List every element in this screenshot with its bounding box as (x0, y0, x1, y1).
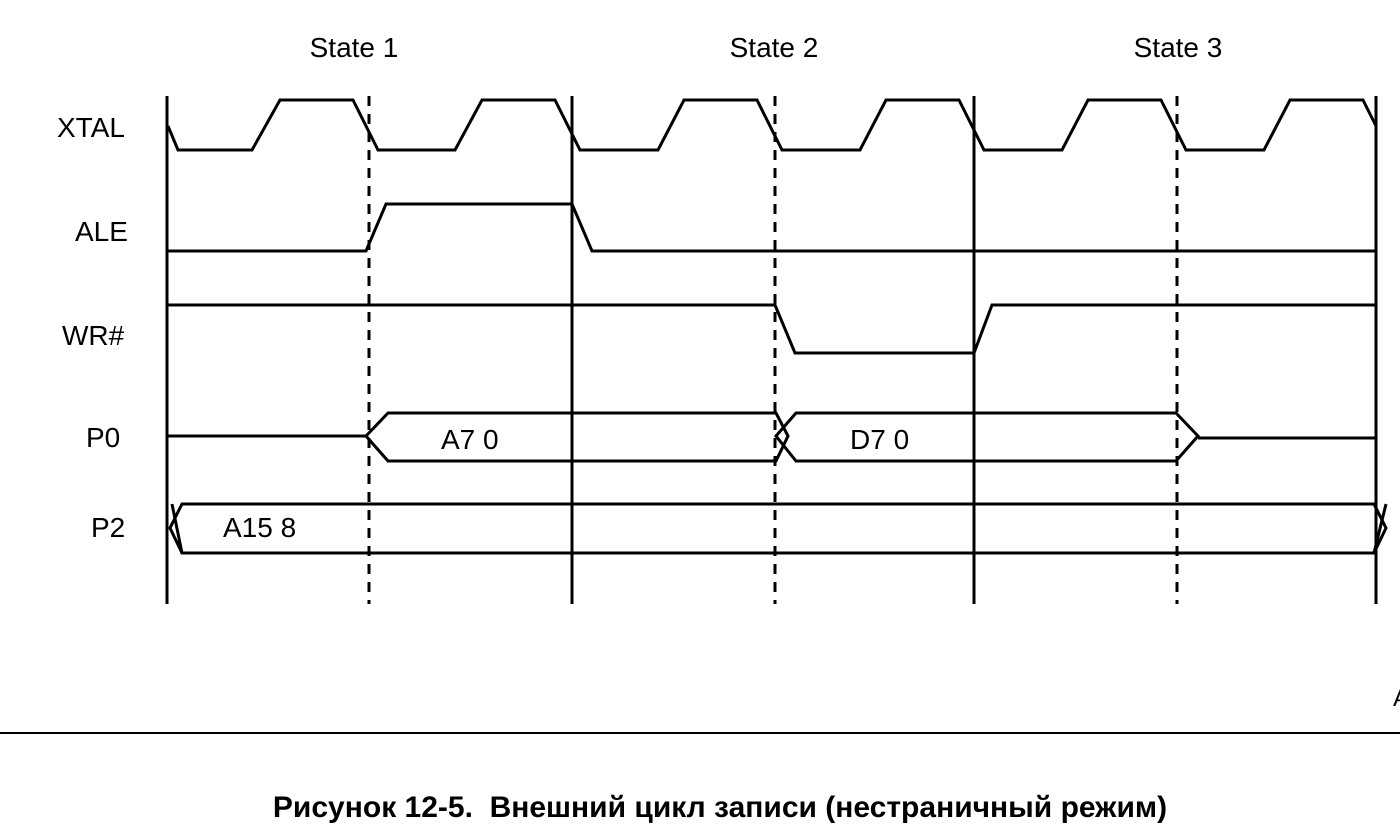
p2-address-label: A15 8 (223, 512, 296, 543)
p2-crossover-right (1372, 503, 1388, 554)
p2-bus (168, 502, 1388, 555)
p0-bus (168, 411, 1376, 463)
state-3-label: State 3 (1134, 32, 1223, 63)
cropped-corner-mark: A (1393, 685, 1400, 712)
signal-label-wr: WR# (62, 320, 125, 351)
state-2-label: State 2 (730, 32, 819, 63)
p0-address-label: A7 0 (441, 424, 499, 455)
p0-data-phase (774, 411, 1201, 463)
state-boundaries (165, 96, 1378, 604)
figure-caption: Рисунок 12-5. Внешний цикл записи (нестр… (273, 791, 1167, 824)
signal-label-ale: ALE (75, 216, 128, 247)
p0-address-phase (363, 411, 790, 463)
xtal-waveform (166, 98, 1378, 152)
ale-waveform (168, 202, 1376, 253)
signal-label-p0: P0 (86, 422, 120, 453)
p2-crossover-left (170, 503, 184, 554)
wr-waveform (168, 303, 1376, 355)
signal-label-xtal: XTAL (57, 112, 125, 143)
state-1-label: State 1 (310, 32, 399, 63)
p0-data-label: D7 0 (850, 424, 909, 455)
signal-label-p2: P2 (91, 512, 125, 543)
p2-address-phase (168, 502, 1388, 555)
phase-boundaries (367, 96, 1179, 604)
